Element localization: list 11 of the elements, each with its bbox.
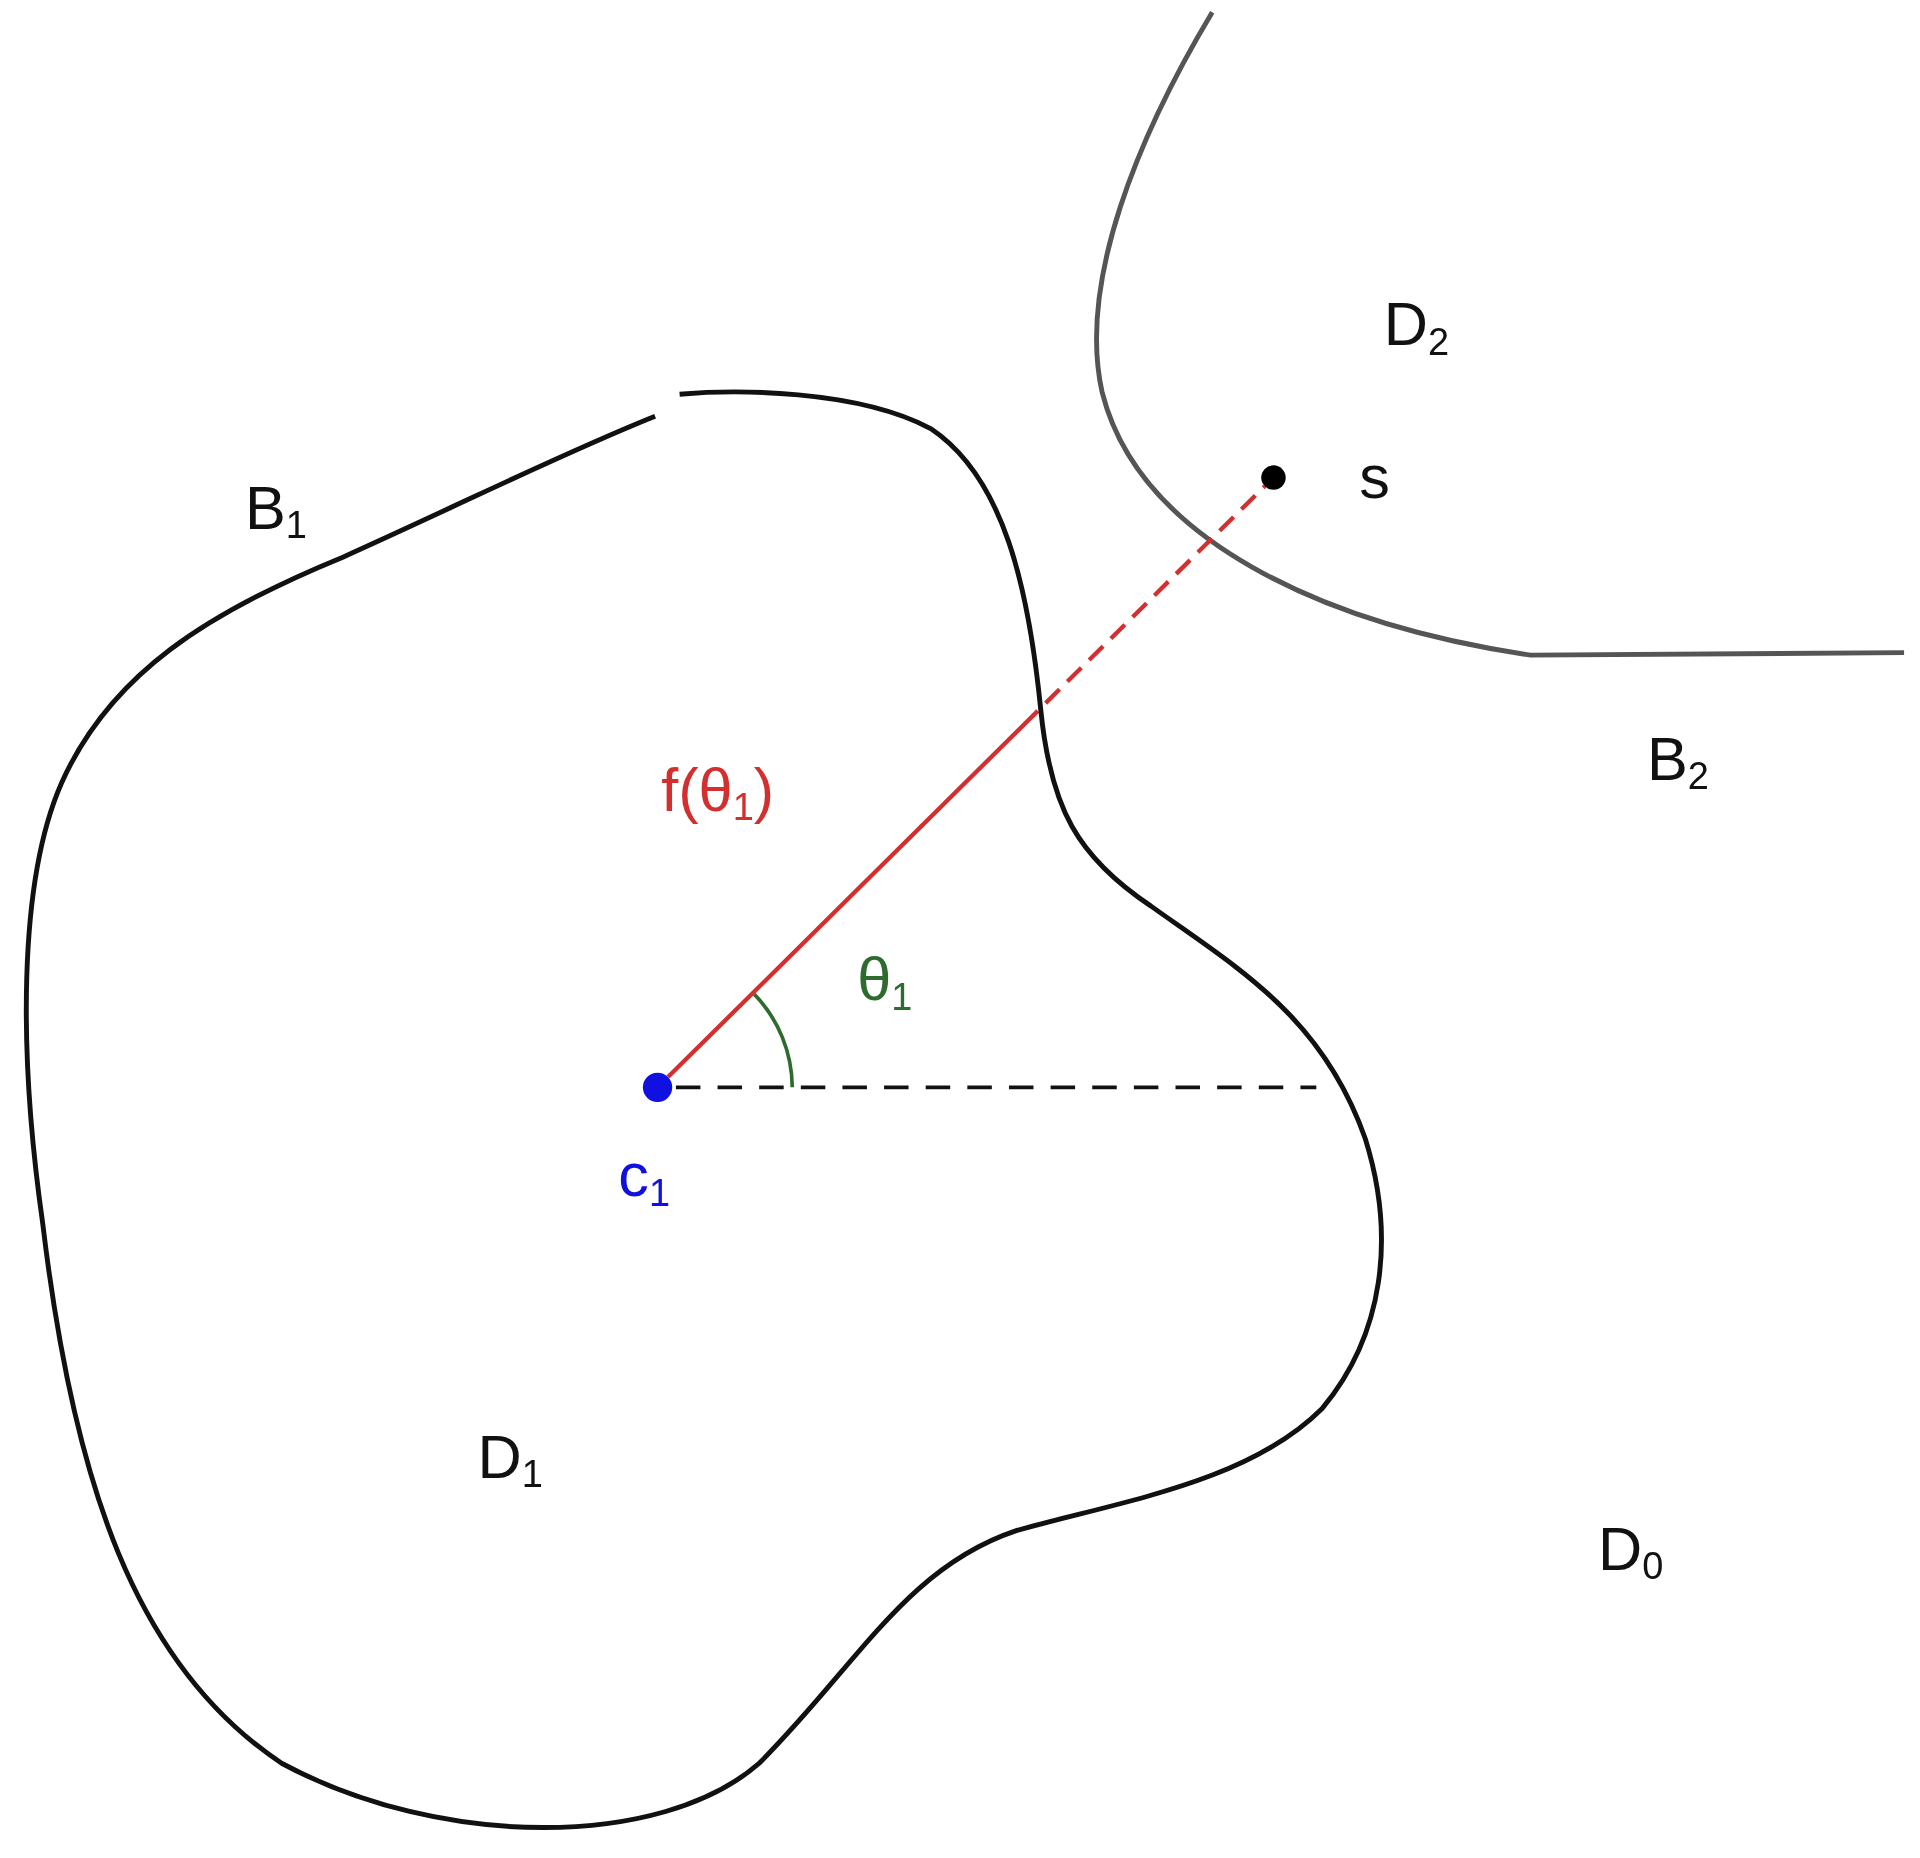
region-label: D$_{0}$: [1597, 1518, 1664, 1586]
point-label: s: [1359, 446, 1390, 509]
boundary-label: B$_{1}$: [244, 477, 307, 545]
edge-label: f(θ$_{1}$): [661, 759, 775, 827]
point-label: c$_{1}$: [618, 1144, 671, 1212]
angle-label: θ$_{1}$: [857, 949, 913, 1016]
region-label: D$_{2}$: [1383, 293, 1449, 361]
region-label: D$_{1}$: [477, 1426, 543, 1494]
line-segment: [666, 484, 1267, 1079]
region-label: B$_{2}$: [1646, 728, 1709, 796]
point-dot: [642, 1072, 673, 1103]
